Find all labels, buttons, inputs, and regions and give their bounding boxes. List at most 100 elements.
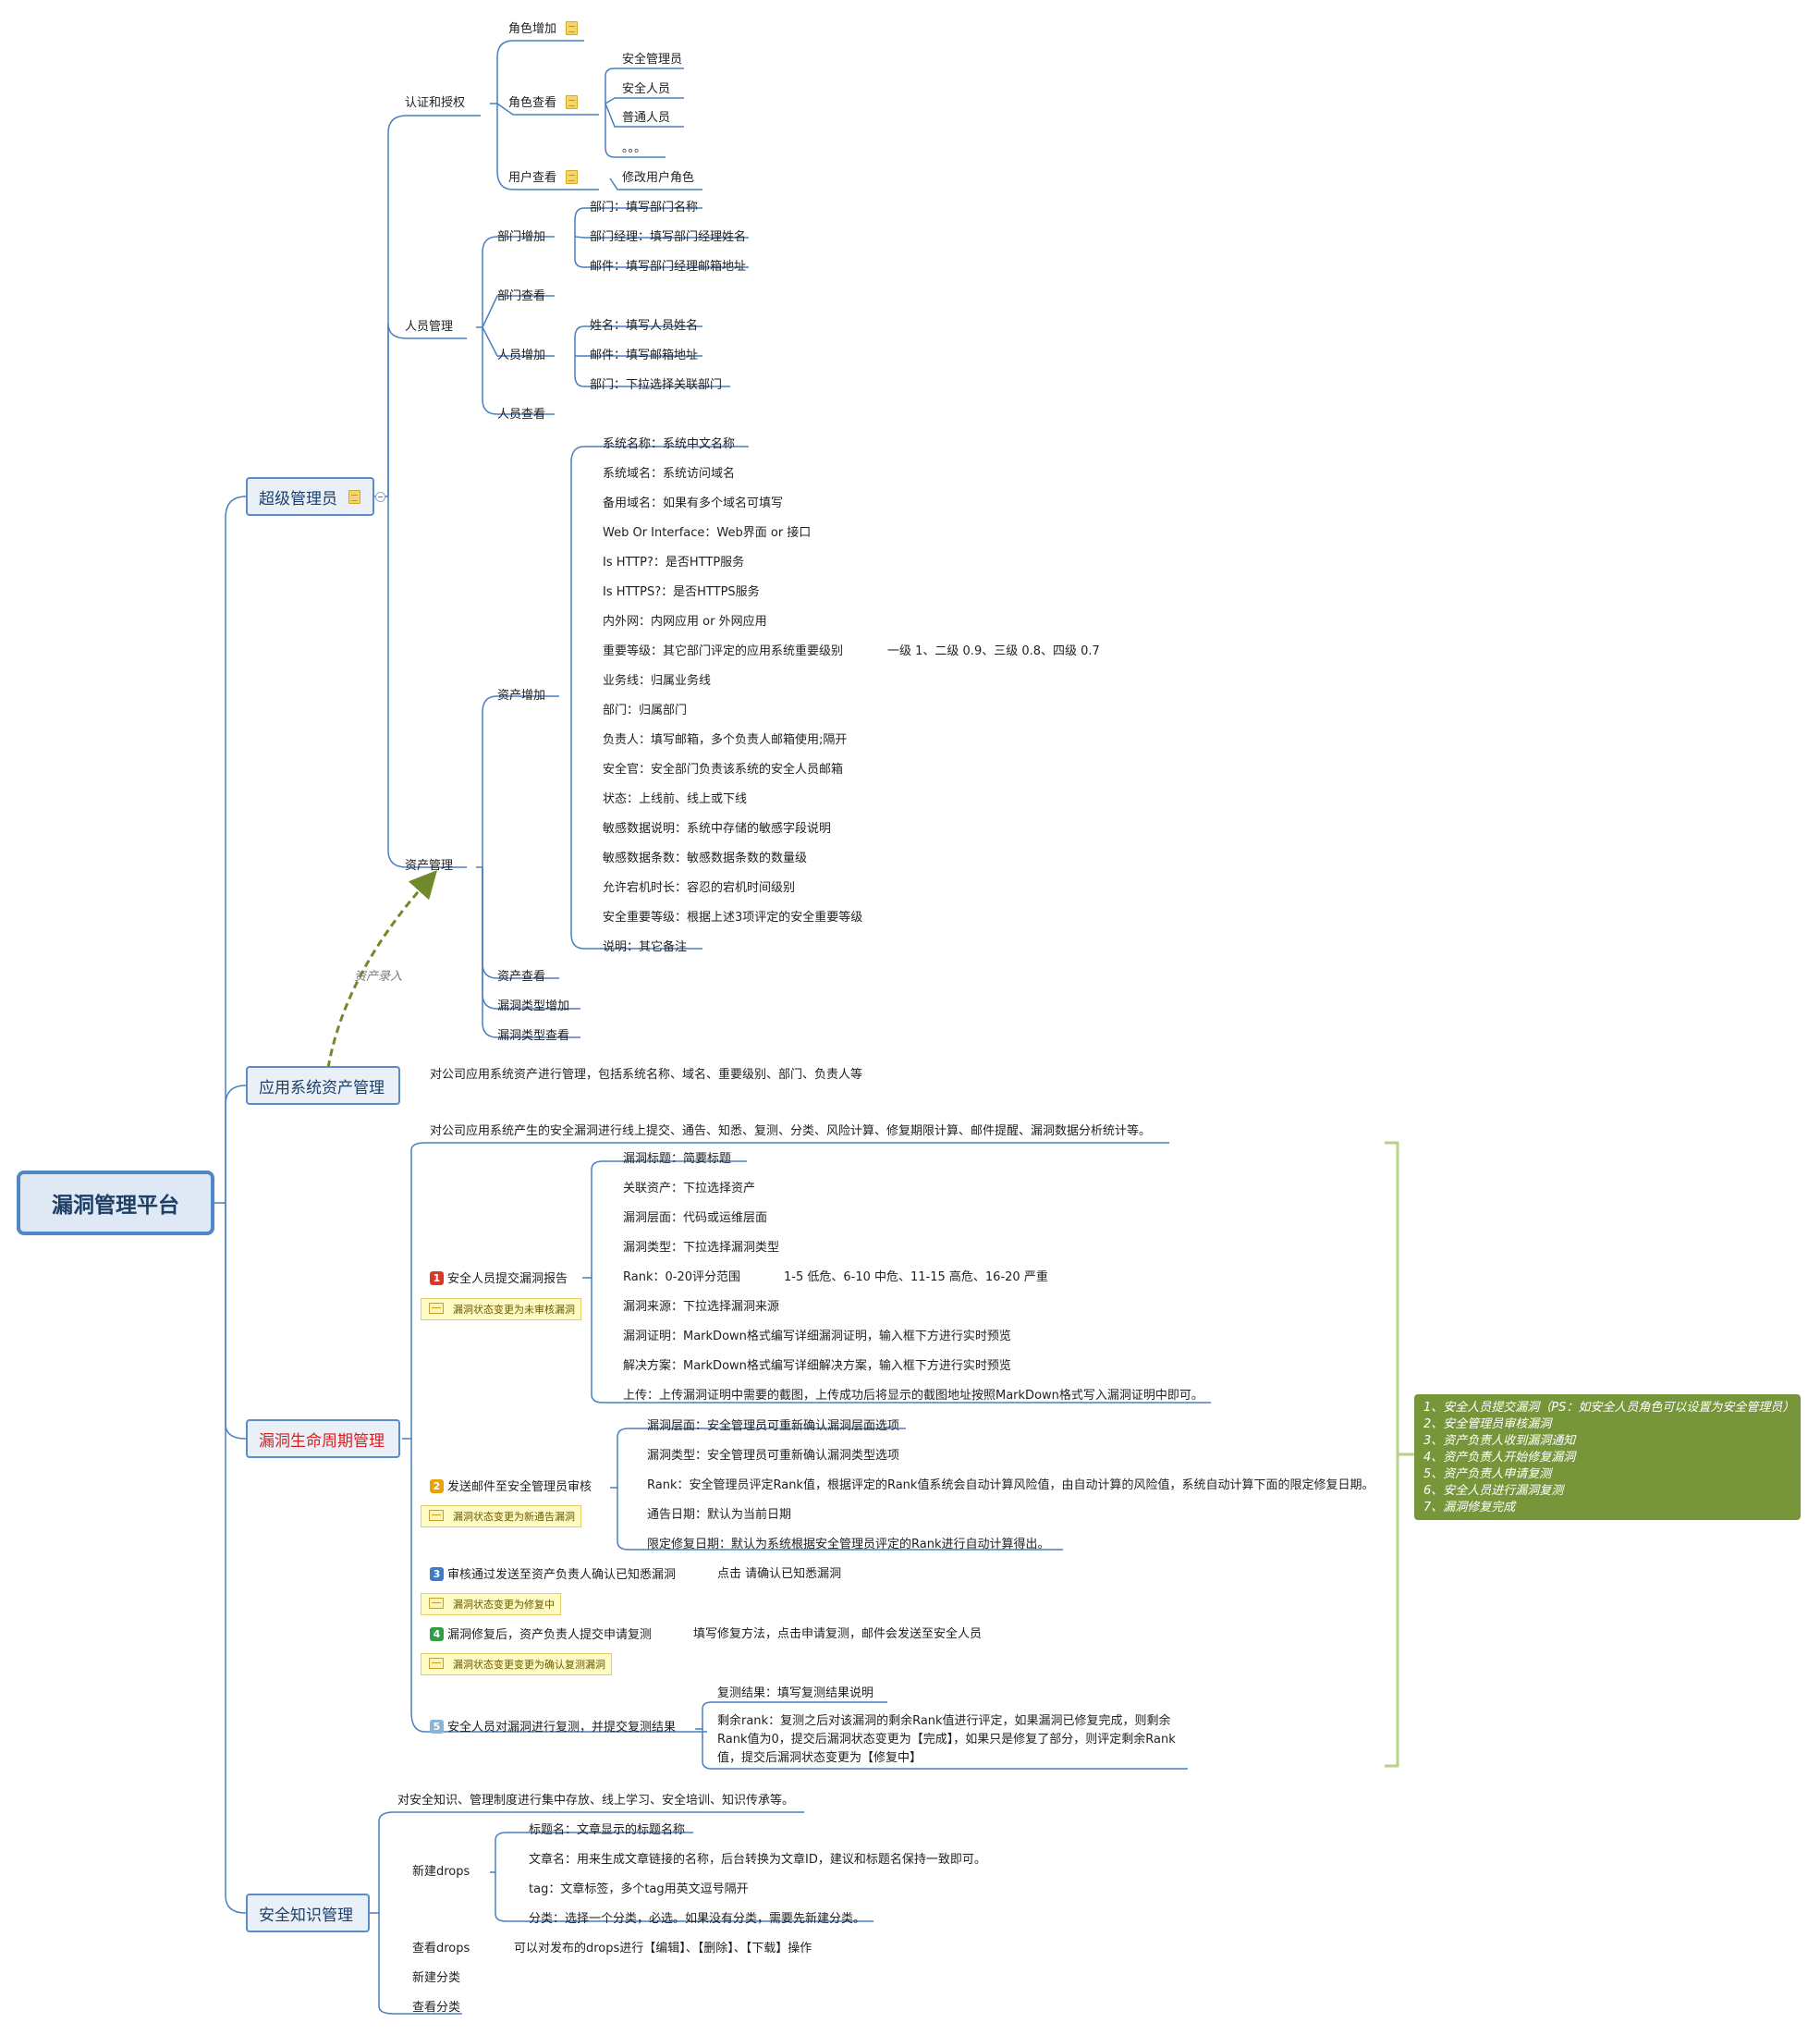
step4-text: 漏洞修复后，资产负责人提交申请复测 — [447, 1628, 653, 1642]
step4-note-text: 漏洞状态变更变更为确认复测漏洞 — [453, 1659, 605, 1671]
asset-field: Is HTTP?：是否HTTP服务 — [603, 556, 745, 570]
node-lifecycle[interactable]: 漏洞生命周期管理 — [246, 1419, 400, 1458]
step1-item: 关联资产：下拉选择资产 — [623, 1182, 756, 1195]
step-badge-3: 3 — [430, 1567, 444, 1581]
step1-item: Rank：0-20评分范围 — [623, 1270, 740, 1284]
node-new-category[interactable]: 新建分类 — [412, 1971, 461, 1985]
asset-field: 系统名称：系统中文名称 — [603, 437, 736, 451]
step4-child: 填写修复方法，点击申请复测，邮件会发送至安全人员 — [693, 1627, 983, 1641]
step-badge-2: 2 — [430, 1479, 444, 1493]
summary-line: 4、资产负责人开始修复漏洞 — [1423, 1451, 1576, 1465]
note-icon — [429, 1658, 444, 1669]
super-admin-label: 超级管理员 — [259, 489, 337, 509]
node-new-drops[interactable]: 新建drops — [412, 1865, 470, 1879]
node-people[interactable]: 人员管理 — [405, 320, 454, 334]
step1-note-text: 漏洞状态变更为未审核漏洞 — [453, 1304, 575, 1316]
asset-field: 说明：其它备注 — [603, 940, 688, 954]
node-auth[interactable]: 认证和授权 — [405, 96, 466, 110]
summary-bracket — [1385, 1141, 1414, 1768]
summary-line: 6、安全人员进行漏洞复测 — [1423, 1484, 1564, 1498]
node-super-admin[interactable]: 超级管理员 — [246, 477, 374, 516]
asset-field: 系统域名：系统访问域名 — [603, 467, 736, 481]
node-role-view[interactable]: 角色查看 — [508, 96, 557, 110]
asset-field: 负责人：填写邮箱，多个负责人邮箱使用;隔开 — [603, 733, 848, 747]
relation-arrow — [326, 870, 438, 1069]
step3-note-text: 漏洞状态变更为修复中 — [453, 1599, 555, 1611]
summary-line: 5、资产负责人申请复测 — [1423, 1467, 1552, 1481]
step5-text: 安全人员对漏洞进行复测，并提交复测结果 — [447, 1721, 677, 1735]
asset-field: 内外网：内网应用 or 外网应用 — [603, 615, 767, 629]
step5-item: 复测结果：填写复测结果说明 — [717, 1686, 874, 1700]
step2-item: 漏洞层面：安全管理员可重新确认漏洞层面选项 — [647, 1419, 900, 1433]
node-asset-view[interactable]: 资产查看 — [497, 970, 546, 984]
new-drops-item: tag：文章标签，多个tag用英文逗号隔开 — [529, 1882, 749, 1896]
note-icon — [429, 1598, 444, 1609]
summary-line: 7、漏洞修复完成 — [1423, 1501, 1516, 1514]
rank-detail: 1-5 低危、6-10 中危、11-15 高危、16-20 严重 — [784, 1270, 1048, 1284]
node-vtype-view[interactable]: 漏洞类型查看 — [497, 1029, 570, 1043]
step1-item: 漏洞层面：代码或运维层面 — [623, 1211, 768, 1225]
new-drops-item: 分类：选择一个分类，必选。如果没有分类，需要先新建分类。 — [529, 1912, 866, 1926]
dept-add-item: 部门：填写部门名称 — [590, 201, 699, 215]
step1-item: 上传：上传漏洞证明中需要的截图，上传成功后将显示的截图地址按照MarkDown格… — [623, 1389, 1203, 1403]
dept-add-item: 邮件：填写部门经理邮箱地址 — [590, 260, 747, 274]
node-dept-view[interactable]: 部门查看 — [497, 289, 546, 303]
node-asset-add[interactable]: 资产增加 — [497, 689, 546, 703]
node-dept-add[interactable]: 部门增加 — [497, 230, 546, 244]
node-vtype-add[interactable]: 漏洞类型增加 — [497, 999, 570, 1013]
step3-child: 点击 请确认已知悉漏洞 — [717, 1567, 842, 1581]
node-knowledge[interactable]: 安全知识管理 — [246, 1894, 370, 1932]
new-drops-item: 文章名：用来生成文章链接的名称，后台转换为文章ID，建议和标题名保持一致即可。 — [529, 1853, 986, 1867]
asset-field: Is HTTPS?：是否HTTPS服务 — [603, 585, 760, 599]
step2-note: 漏洞状态变更为新通告漏洞 — [421, 1505, 581, 1527]
summary-line: 3、资产负责人收到漏洞通知 — [1423, 1434, 1576, 1448]
node-view-category[interactable]: 查看分类 — [412, 2001, 461, 2015]
node-person-add[interactable]: 人员增加 — [497, 349, 546, 362]
knowledge-desc: 对安全知识、管理制度进行集中存放、线上学习、安全培训、知识传承等。 — [397, 1794, 795, 1808]
role-item: 安全管理员 — [622, 53, 683, 67]
node-assets[interactable]: 资产管理 — [405, 859, 454, 873]
step3-note: 漏洞状态变更为修复中 — [421, 1593, 561, 1615]
step2-text: 发送邮件至安全管理员审核 — [447, 1480, 592, 1494]
lifecycle-desc: 对公司应用系统产生的安全漏洞进行线上提交、通告、知悉、复测、分类、风险计算、修复… — [430, 1124, 1152, 1138]
step5-item: 剩余rank：复测之后对该漏洞的剩余Rank值进行评定，如果漏洞已修复完成，则剩… — [717, 1714, 1176, 1765]
note-icon — [348, 489, 360, 504]
node-role-add[interactable]: 角色增加 — [508, 22, 557, 36]
step2-item: Rank：安全管理员评定Rank值，根据评定的Rank值系统会自动计算风险值，由… — [647, 1478, 1374, 1492]
node-asset-mgmt[interactable]: 应用系统资产管理 — [246, 1066, 400, 1105]
role-item: 安全人员 — [622, 82, 671, 96]
person-add-item: 邮件：填写邮箱地址 — [590, 349, 699, 362]
node-user-view[interactable]: 用户查看 — [508, 171, 557, 185]
summary-line: 1、安全人员提交漏洞（PS：如安全人员角色可以设置为安全管理员） — [1423, 1401, 1795, 1415]
role-item: 普通人员 — [622, 111, 671, 125]
step1-note: 漏洞状态变更为未审核漏洞 — [421, 1298, 581, 1320]
step-badge-5: 5 — [430, 1720, 444, 1734]
summary-line: 2、安全管理员审核漏洞 — [1423, 1417, 1552, 1431]
node-view-drops[interactable]: 查看drops — [412, 1942, 470, 1955]
node-person-view[interactable]: 人员查看 — [497, 408, 546, 422]
person-add-item: 姓名：填写人员姓名 — [590, 319, 699, 333]
step-badge-1: 1 — [430, 1271, 444, 1285]
step1-item: 漏洞类型：下拉选择漏洞类型 — [623, 1241, 780, 1255]
dept-add-item: 部门经理：填写部门经理姓名 — [590, 230, 747, 244]
step4-note: 漏洞状态变更变更为确认复测漏洞 — [421, 1653, 612, 1675]
note-icon — [566, 21, 578, 35]
relation-label: 资产录入 — [354, 970, 403, 984]
collapse-icon[interactable] — [375, 492, 385, 502]
new-drops-item: 标题名：文章显示的标题名称 — [529, 1823, 686, 1837]
asset-field: 业务线：归属业务线 — [603, 674, 712, 688]
note-icon — [566, 95, 578, 109]
root-node[interactable]: 漏洞管理平台 — [17, 1171, 214, 1235]
step-badge-4: 4 — [430, 1627, 444, 1641]
asset-field: 敏感数据说明：系统中存储的敏感字段说明 — [603, 822, 832, 836]
asset-field: Web Or Interface：Web界面 or 接口 — [603, 526, 812, 540]
note-icon — [429, 1303, 444, 1314]
user-view-child: 修改用户角色 — [622, 171, 695, 185]
